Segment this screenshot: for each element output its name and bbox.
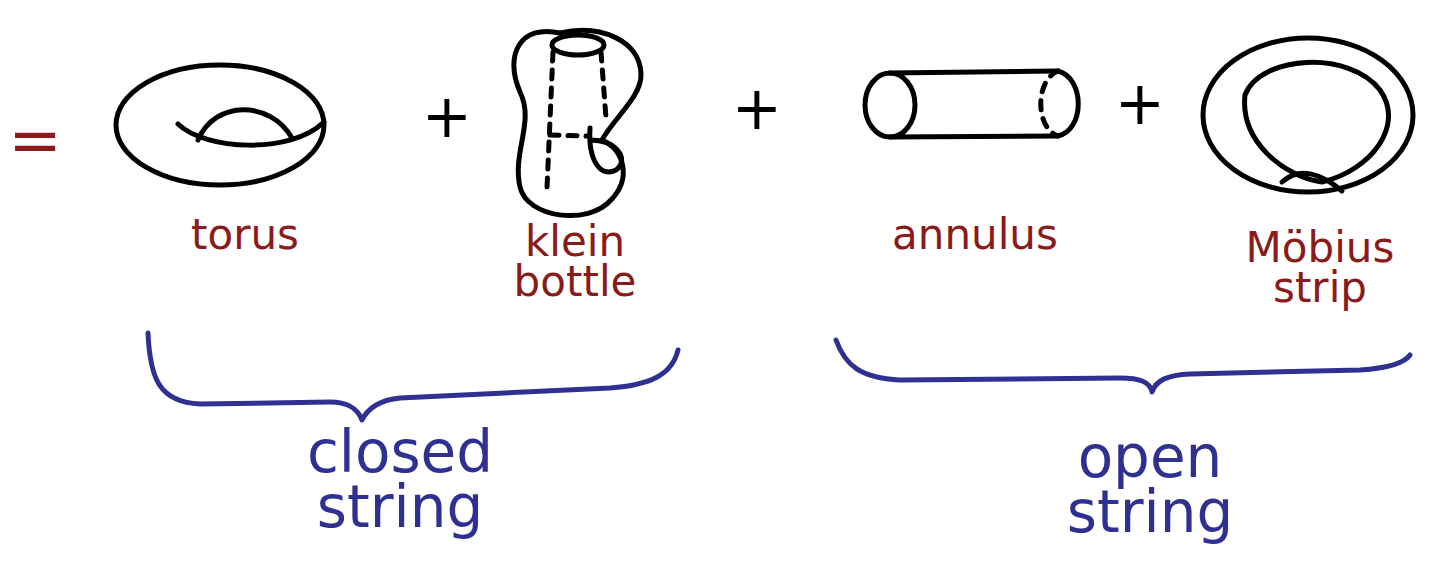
klein-bottle-neck-hidden — [601, 52, 606, 118]
klein-bottle-body — [514, 31, 641, 216]
annulus-end — [865, 73, 915, 137]
mobius-inner — [1245, 62, 1389, 182]
annulus-end-front — [1058, 71, 1078, 136]
klein-bottle-neck-hidden — [550, 135, 588, 136]
annulus-side — [890, 71, 1058, 137]
shape-name: Möbius strip — [1225, 228, 1415, 308]
shape-name: annulus — [855, 215, 1095, 255]
klein-bottle-neck-hidden — [547, 52, 553, 188]
plus-sign: + — [1110, 75, 1170, 132]
annulus-end-hidden — [1041, 71, 1058, 136]
klein-bottle-mouth — [552, 35, 604, 55]
torus-outline — [116, 65, 324, 185]
group-label: open string — [1030, 430, 1270, 540]
group-label: closed string — [280, 425, 520, 535]
mobius-twist — [1282, 173, 1342, 191]
plus-sign: + — [417, 88, 477, 145]
torus-hole-upper — [198, 110, 292, 140]
shape-name: torus — [135, 215, 355, 255]
klein-bottle-loop — [590, 128, 622, 172]
mobius-outline — [1203, 38, 1413, 192]
closed-string-brace — [148, 333, 678, 420]
shape-name: klein bottle — [500, 222, 650, 302]
plus-sign: + — [727, 80, 787, 137]
equals-sign: = — [5, 110, 65, 171]
open-string-brace — [836, 340, 1410, 392]
